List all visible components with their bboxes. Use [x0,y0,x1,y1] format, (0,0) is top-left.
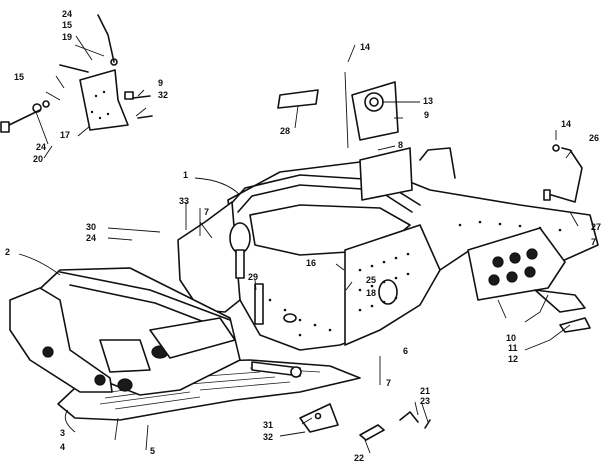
callout-32b: 32 [263,432,273,442]
callout-25: 25 [366,275,376,285]
callout-3: 3 [60,428,65,438]
callout-24b: 24 [86,233,96,243]
callout-19: 19 [62,32,72,42]
callout-1: 1 [183,170,188,180]
callout-4: 4 [60,442,65,452]
callout-14a: 14 [360,42,370,52]
callout-27: 27 [591,222,601,232]
callout-14b: 14 [561,119,571,129]
callout-11: 11 [508,343,518,353]
callout-32a: 32 [158,90,168,100]
callout-6: 6 [403,346,408,356]
front-suspension [9,267,241,396]
callout-28: 28 [280,126,290,136]
upper-left-bracket [0,14,153,133]
lower-plate [299,403,431,441]
callout-33: 33 [179,196,189,206]
callout-12: 12 [508,354,518,364]
callout-24c: 24 [36,142,46,152]
callout-13: 13 [423,96,433,106]
callout-24a: 24 [62,9,72,19]
callout-labels: 1 2 3 4 5 6 7 7 7 8 9 9 10 11 12 13 14 1… [5,9,601,463]
callout-7b: 7 [386,378,391,388]
callout-10: 10 [506,333,516,343]
right-footrest [467,227,591,333]
callout-2: 2 [5,247,10,257]
callout-7a: 7 [204,207,209,217]
callout-22: 22 [354,453,364,463]
callout-15a: 15 [62,20,72,30]
callout-9a: 9 [158,78,163,88]
callout-7c: 7 [591,237,596,247]
callout-26: 26 [589,133,599,143]
callout-20: 20 [33,154,43,164]
callout-30: 30 [86,222,96,232]
callout-9b: 9 [424,110,429,120]
chassis-frame [177,147,599,378]
callout-8: 8 [398,140,403,150]
callout-31: 31 [263,420,273,430]
rear-mount-bracket [277,71,399,149]
leader-lines [18,35,579,454]
callout-21: 21 [420,386,430,396]
callout-5: 5 [150,446,155,456]
callout-29: 29 [248,272,258,282]
callout-15b: 15 [14,72,24,82]
callout-17: 17 [60,130,70,140]
callout-23: 23 [420,396,430,406]
callout-16: 16 [306,258,316,268]
steering-arm [543,144,583,203]
callout-18: 18 [366,288,376,298]
